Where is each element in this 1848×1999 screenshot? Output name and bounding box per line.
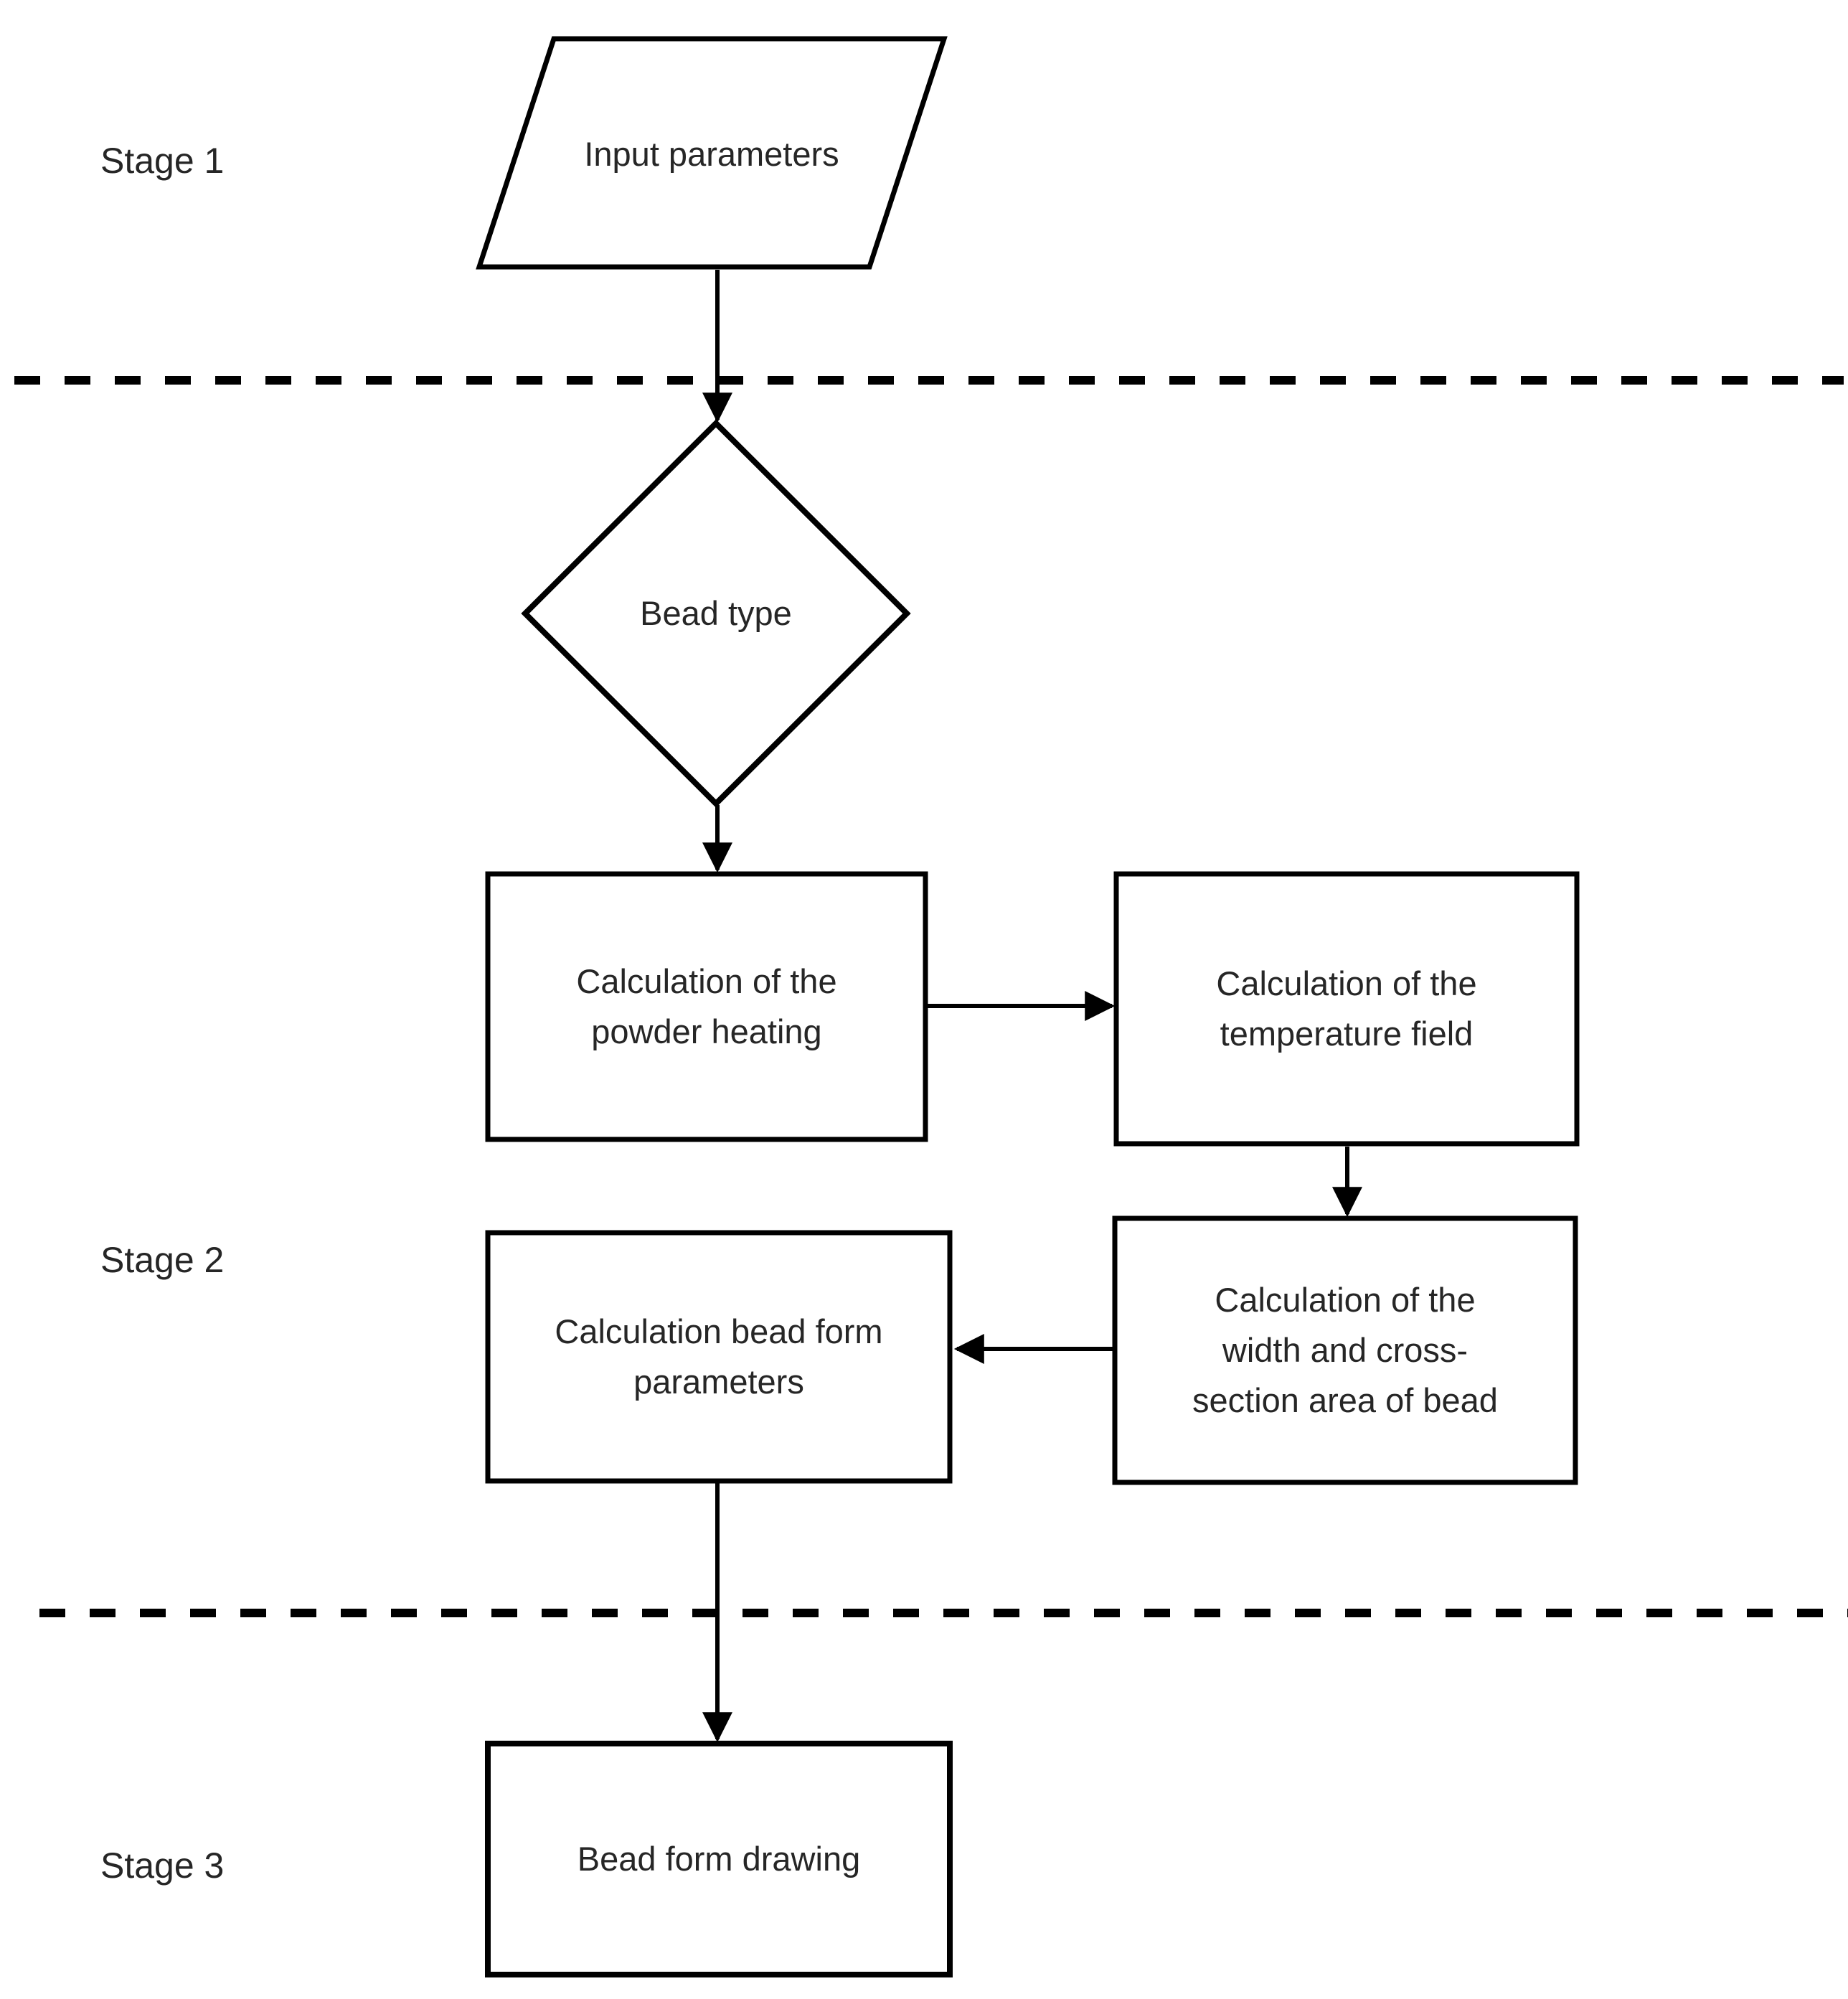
bead-form-parameters-box [485, 1230, 953, 1484]
bead-form-drawing-box [485, 1741, 953, 1977]
bead-form-parameters-label: Calculation bead form parameters [555, 1312, 883, 1401]
powder-heating-box [485, 871, 928, 1142]
stage-2-label: Stage 2 [100, 1240, 225, 1280]
stage-1-label: Stage 1 [100, 141, 225, 181]
stage-3-label: Stage 3 [100, 1845, 225, 1886]
input-parameters-parallelogram [476, 36, 948, 270]
width-cross-section-label: Calculation of the width and cross- sect… [1192, 1281, 1498, 1419]
bead-form-drawing-label: Bead form drawing [577, 1840, 861, 1878]
powder-heating-label: Calculation of the powder heating [576, 962, 837, 1050]
bead-type-diamond [521, 419, 911, 808]
temperature-field-label: Calculation of the temperature field [1216, 964, 1477, 1053]
input-parameters-label: Input parameters [584, 135, 839, 173]
temperature-field-box [1113, 871, 1580, 1147]
bead-type-label: Bead type [640, 594, 792, 632]
width-cross-section-box [1112, 1215, 1578, 1485]
